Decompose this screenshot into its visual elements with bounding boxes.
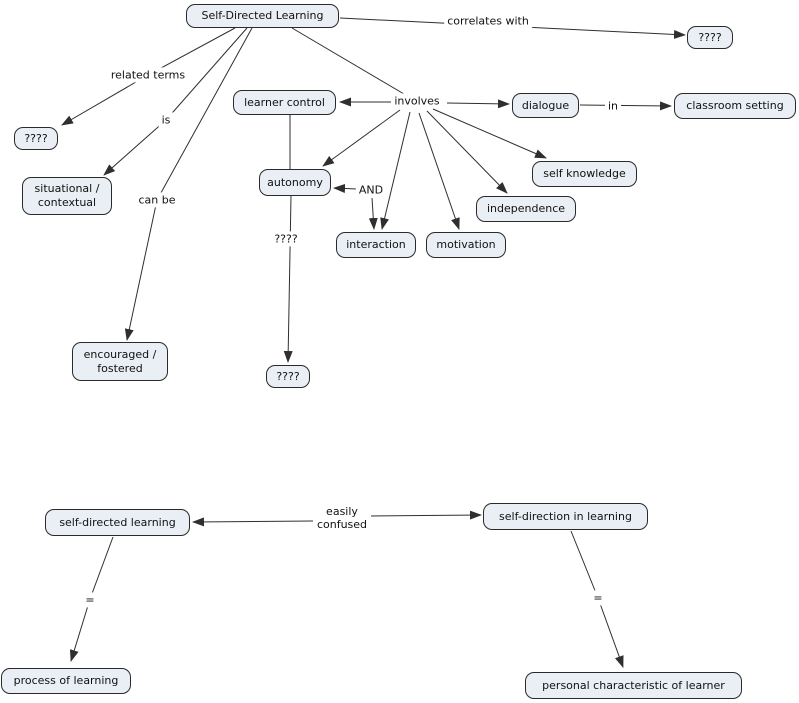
edge-label-is[interactable]: is [158, 112, 174, 128]
node-process-of-learning[interactable]: process of learning [1, 668, 131, 694]
edge-sdl-is-situational [103, 27, 248, 176]
node-dialogue[interactable]: dialogue [512, 93, 579, 118]
edge-label-in[interactable]: in [604, 98, 622, 114]
edge-involves-interaction [380, 111, 411, 230]
node-self-knowledge[interactable]: self knowledge [532, 161, 637, 187]
node-autonomy[interactable]: autonomy [259, 169, 331, 196]
edge-label-involves[interactable]: involves [391, 93, 443, 109]
node-independence[interactable]: independence [476, 196, 576, 222]
node-motivation[interactable]: motivation [426, 232, 506, 258]
node-self-directed-learning-lower[interactable]: self-directed learning [45, 509, 190, 536]
edge-label-and[interactable]: AND [355, 182, 387, 198]
edge-and-autonomy [333, 183, 358, 193]
node-self-direction-in-learning[interactable]: self-direction in learning [483, 503, 648, 530]
edge-autonomy-unknown [283, 195, 293, 363]
edge-confused-self-direction [370, 510, 482, 520]
edge-dialogue-in-classroom [579, 101, 672, 111]
edge-involves-independence [426, 110, 508, 194]
edge-label-related-terms[interactable]: related terms [107, 67, 189, 83]
edge-involves-dialogue [446, 99, 510, 109]
edge-confused-sdl-lower [192, 517, 314, 527]
edge-label-easily-confused[interactable]: easily confused [313, 503, 371, 533]
node-unknown-top-right[interactable]: ???? [687, 26, 733, 49]
node-unknown-bottom-mid[interactable]: ???? [266, 365, 310, 388]
node-situational-contextual[interactable]: situational / contextual [22, 177, 112, 215]
node-unknown-left[interactable]: ???? [14, 127, 58, 150]
node-interaction[interactable]: interaction [336, 232, 416, 258]
edge-label-unknown-link[interactable]: ???? [271, 231, 301, 247]
node-encouraged-fostered[interactable]: encouraged / fostered [72, 342, 168, 381]
edge-involves-autonomy [322, 109, 401, 167]
edge-label-equals-left[interactable]: = [82, 592, 98, 608]
edge-involves-motivation [418, 112, 460, 230]
edge-sdl-involves [291, 27, 405, 95]
node-self-directed-learning[interactable]: Self-Directed Learning [186, 4, 339, 28]
node-learner-control[interactable]: learner control [233, 90, 336, 115]
edge-label-equals-right[interactable]: = [590, 590, 606, 606]
edge-and-interaction [368, 197, 378, 230]
edge-involves-self-knowledge [432, 108, 547, 159]
node-classroom-setting[interactable]: classroom setting [674, 93, 796, 119]
node-personal-characteristic-of-learner[interactable]: personal characteristic of learner [525, 672, 742, 699]
edge-label-can-be[interactable]: can be [135, 192, 179, 208]
edge-label-correlates-with[interactable]: correlates with [444, 13, 532, 29]
